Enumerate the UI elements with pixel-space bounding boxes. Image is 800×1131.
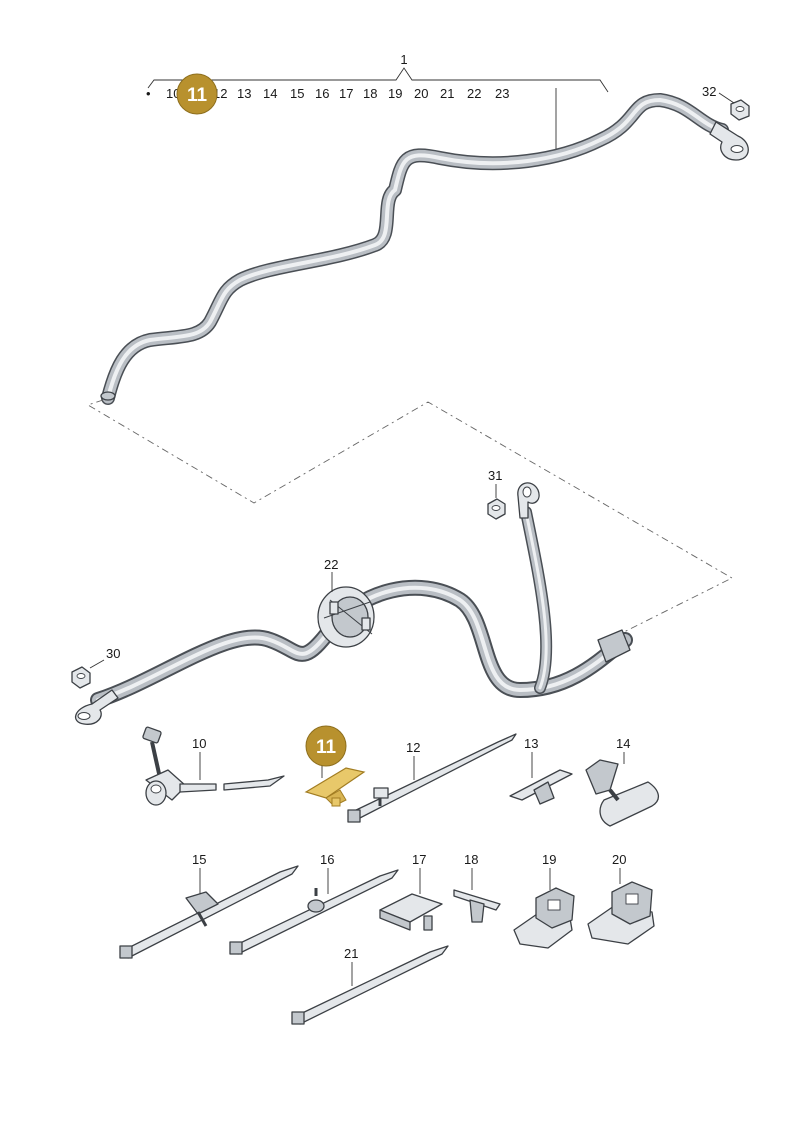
upper-cable xyxy=(100,93,729,405)
group-number-13: 13 xyxy=(237,86,251,101)
highlight-badge-part[interactable]: 11 xyxy=(305,725,347,767)
part-17-plate-clip[interactable] xyxy=(379,893,443,931)
part-12-cable-tie[interactable] xyxy=(347,733,517,823)
group-number-19: 19 xyxy=(388,86,402,101)
highlight-badge-header[interactable]: 11 xyxy=(176,73,218,115)
callout-15: 15 xyxy=(192,852,206,867)
nut-30[interactable] xyxy=(71,666,91,689)
group-number-18: 18 xyxy=(363,86,377,101)
group-number-17: 17 xyxy=(339,86,353,101)
callout-22: 22 xyxy=(324,557,338,572)
dashed-connection xyxy=(86,399,733,641)
callout-13: 13 xyxy=(524,736,538,751)
part-14-edge-clip[interactable] xyxy=(585,759,659,827)
group-label: 1 xyxy=(400,52,407,67)
part-15-cable-tie[interactable] xyxy=(119,865,299,959)
group-number-20: 20 xyxy=(414,86,428,101)
group-number-15: 15 xyxy=(290,86,304,101)
lower-cable xyxy=(90,506,633,708)
callout-12: 12 xyxy=(406,740,420,755)
group-bracket: 1 • xyxy=(146,52,609,158)
ring-terminal-32[interactable] xyxy=(709,121,749,161)
part-10-holder[interactable] xyxy=(142,726,285,806)
group-dot: • xyxy=(146,86,151,101)
ring-terminal-31[interactable] xyxy=(517,482,540,519)
callout-10: 10 xyxy=(192,736,206,751)
group-number-22: 22 xyxy=(467,86,481,101)
callout-19: 19 xyxy=(542,852,556,867)
callout-30: 30 xyxy=(106,646,120,661)
part-11-clip[interactable] xyxy=(304,767,366,807)
callout-16: 16 xyxy=(320,852,334,867)
highlight-badge-header-text: 11 xyxy=(187,85,208,106)
group-number-16: 16 xyxy=(315,86,329,101)
callout-14: 14 xyxy=(616,736,630,751)
callout-18: 18 xyxy=(464,852,478,867)
nut-32[interactable] xyxy=(730,99,750,121)
part-13-clip[interactable] xyxy=(509,769,573,805)
nut-31[interactable] xyxy=(487,498,506,520)
callout-20: 20 xyxy=(612,852,626,867)
callout-31: 31 xyxy=(488,468,502,483)
part-20-holder[interactable] xyxy=(587,881,655,945)
callout-11: 11 xyxy=(316,737,337,758)
callout-32: 32 xyxy=(702,84,716,99)
group-number-23: 23 xyxy=(495,86,509,101)
part-21-cable-tie[interactable] xyxy=(291,945,449,1025)
grommet-22[interactable] xyxy=(317,586,375,648)
ring-terminal-30[interactable] xyxy=(74,689,119,725)
part-19-holder[interactable] xyxy=(513,887,575,949)
callout-17: 17 xyxy=(412,852,426,867)
part-18-rivet[interactable] xyxy=(453,889,501,923)
part-16-cable-tie[interactable] xyxy=(229,869,399,955)
group-number-14: 14 xyxy=(263,86,277,101)
group-number-21: 21 xyxy=(440,86,454,101)
callout-21: 21 xyxy=(344,946,358,961)
